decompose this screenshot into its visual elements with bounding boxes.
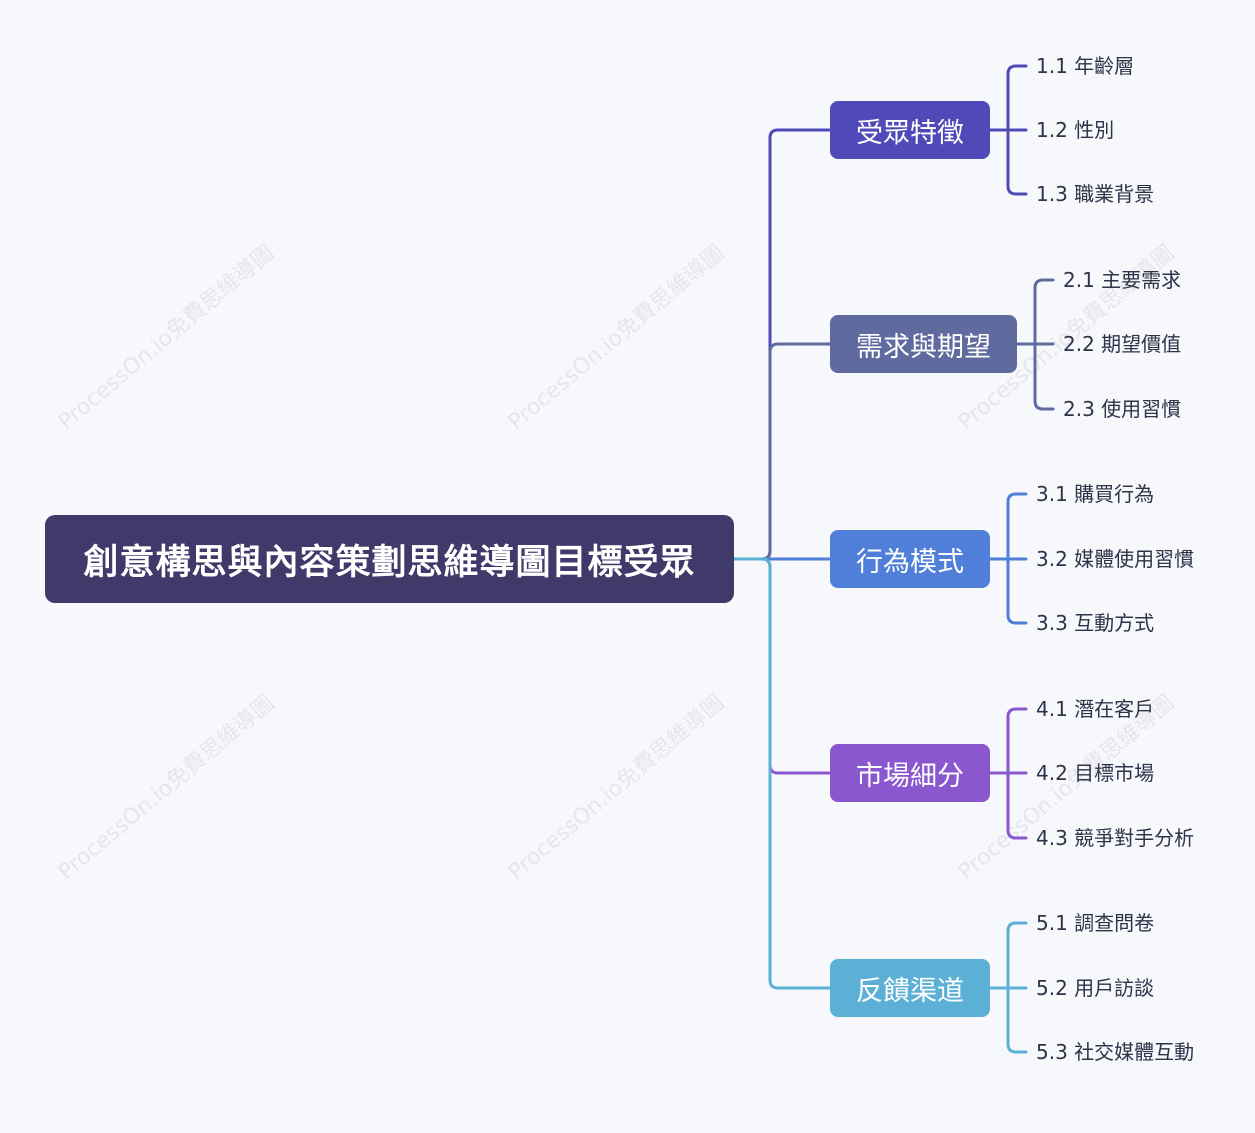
- branch-topic-feedback-channels[interactable]: 反饋渠道: [830, 959, 990, 1017]
- branch-leaf-connector: [1033, 278, 1055, 411]
- leaf-topic[interactable]: 4.3 競爭對手分析: [1036, 826, 1195, 850]
- branch-topic-audience-features[interactable]: 受眾特徵: [830, 101, 990, 159]
- branch-leaf-connector: [1006, 64, 1028, 196]
- branch-leaf-connector: [1006, 492, 1028, 625]
- leaf-topic[interactable]: 4.2 目標市場: [1036, 761, 1155, 785]
- leaf-topic[interactable]: 1.2 性別: [1036, 118, 1115, 142]
- leaf-topic[interactable]: 2.3 使用習慣: [1063, 397, 1182, 421]
- leaf-topic[interactable]: 3.2 媒體使用習慣: [1036, 547, 1195, 571]
- branch-leaf-connector: [1006, 921, 1028, 1054]
- branch-topic-behavior-patterns[interactable]: 行為模式: [830, 530, 990, 588]
- branch-topic-label: 行為模式: [856, 546, 964, 578]
- root-topic[interactable]: 創意構思與內容策劃思維導圖目標受眾: [45, 515, 734, 603]
- root-branch-connector: [732, 342, 832, 561]
- leaf-topic[interactable]: 2.1 主要需求: [1063, 268, 1182, 292]
- leaf-topic[interactable]: 4.1 潛在客戶: [1036, 697, 1155, 721]
- leaf-topic[interactable]: 5.2 用戶訪談: [1036, 976, 1155, 1000]
- leaf-topic[interactable]: 2.2 期望價值: [1063, 332, 1182, 356]
- root-topic-label: 創意構思與內容策劃思維導圖目標受眾: [83, 542, 696, 583]
- leaf-topic[interactable]: 1.3 職業背景: [1036, 182, 1155, 206]
- root-branch-connector: [732, 557, 832, 990]
- branch-topic-market-segmentation[interactable]: 市場細分: [830, 744, 990, 802]
- leaf-topic[interactable]: 3.3 互動方式: [1036, 611, 1155, 635]
- leaf-topic[interactable]: 1.1 年齡層: [1036, 54, 1135, 78]
- branch-topic-label: 反饋渠道: [856, 975, 964, 1007]
- leaf-topic[interactable]: 5.3 社交媒體互動: [1036, 1040, 1195, 1064]
- leaf-topic[interactable]: 3.1 購買行為: [1036, 482, 1155, 506]
- root-branch-connector: [732, 557, 832, 775]
- branch-leaf-connector: [1006, 707, 1028, 840]
- branch-topic-label: 市場細分: [856, 760, 964, 792]
- leaf-topic[interactable]: 5.1 調查問卷: [1036, 911, 1155, 935]
- branch-topic-label: 需求與期望: [856, 331, 991, 363]
- branch-topic-label: 受眾特徵: [856, 117, 964, 149]
- branch-topic-needs-expectations[interactable]: 需求與期望: [830, 315, 1017, 373]
